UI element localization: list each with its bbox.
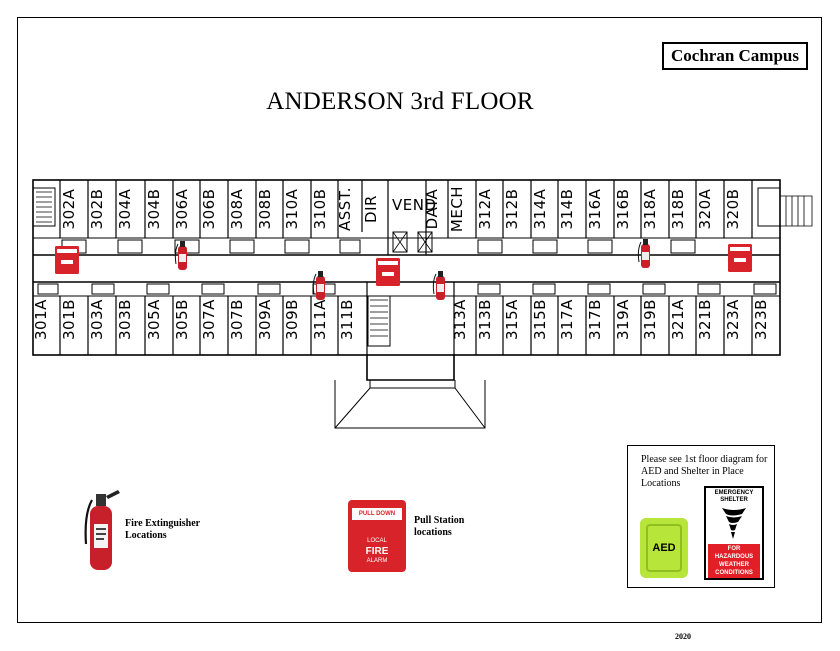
map-frame: [17, 17, 822, 623]
room-label-306a: 306A: [173, 188, 191, 229]
entry-canopy: [334, 380, 486, 429]
map-extinguisher-icon: [174, 241, 187, 270]
room-label-asst: ASST.: [336, 187, 354, 231]
shelter-footer-1: FOR: [727, 546, 741, 552]
room-label-301b: 301B: [60, 299, 78, 340]
room-labels-bottom: 301A 301B 303A 303B 305A 305B 307A 307B 309A 309B…: [32, 299, 770, 340]
aed-label: AED: [652, 542, 676, 554]
legend-pull-station-label: Pull Station locations: [414, 515, 465, 538]
shelter-footer-4: CONDITIONS: [715, 570, 753, 576]
room-label-304a: 304A: [116, 188, 134, 229]
room-label-302a: 302A: [60, 188, 78, 229]
pull-station-local-label: LOCAL: [367, 538, 387, 544]
room-label-dir: DIR: [362, 195, 380, 223]
room-label-314b: 314B: [558, 189, 576, 230]
legend-extinguisher-icon: [84, 490, 120, 570]
room-label-306b: 306B: [200, 189, 218, 230]
aed-shelter-info-box: Please see 1st floor diagram for AED and…: [627, 445, 775, 588]
pull-station-alarm-label: ALARM: [366, 558, 388, 564]
shelter-header-1: EMERGENCY: [714, 490, 754, 496]
map-pull-station-icon: [376, 258, 400, 286]
room-label-323b: 323B: [752, 299, 770, 340]
room-label-318b: 318B: [669, 189, 687, 230]
room-label-mech: MECH: [448, 186, 466, 232]
aed-icon: AED: [640, 518, 688, 578]
info-note: Please see 1st floor diagram for AED and…: [641, 454, 768, 489]
legend-pull-station-icon: PULL DOWN LOCAL FIRE ALARM: [348, 500, 406, 572]
room-label-315b: 315B: [531, 299, 549, 340]
pull-station-fire-label: FIRE: [365, 546, 389, 557]
room-label-315a: 315A: [503, 299, 521, 340]
map-pull-station-icon: [728, 244, 752, 272]
room-label-309a: 309A: [256, 299, 274, 340]
room-label-301a: 301A: [32, 299, 50, 340]
page-title: ANDERSON 3rd FLOOR: [266, 88, 534, 115]
room-label-302b: 302B: [88, 189, 106, 230]
room-label-307a: 307A: [200, 299, 218, 340]
year-label: 2020: [675, 632, 691, 641]
room-label-vend: VEND: [392, 196, 437, 214]
room-label-317b: 317B: [586, 299, 604, 340]
room-label-data: DATA: [423, 188, 441, 229]
room-label-321a: 321A: [669, 299, 687, 340]
room-label-303b: 303B: [116, 299, 134, 340]
legend-extinguisher-label: Fire Extinguisher Locations: [125, 518, 200, 541]
tornado-icon: [722, 508, 746, 539]
room-label-313a: 313A: [451, 299, 469, 340]
map-extinguisher-icon: [312, 271, 325, 300]
room-label-311a: 311A: [311, 299, 329, 340]
room-label-307b: 307B: [228, 299, 246, 340]
pull-station-top-label: PULL DOWN: [352, 508, 402, 520]
room-label-312a: 312A: [476, 188, 494, 229]
room-label-310a: 310A: [283, 188, 301, 229]
room-label-319a: 319A: [614, 299, 632, 340]
room-labels-top: 302A 302B 304A 304B 306A 306B 308A 308B 310A 310B…: [60, 186, 742, 232]
room-label-314a: 314A: [531, 188, 549, 229]
building-outline: [32, 179, 781, 356]
room-label-323a: 323A: [724, 299, 742, 340]
room-label-305b: 305B: [173, 299, 191, 340]
shelter-footer-3: WEATHER: [719, 562, 749, 568]
room-label-318a: 318A: [641, 188, 659, 229]
shelter-footer-2: HAZARDOUS: [714, 554, 754, 560]
room-label-320b: 320B: [724, 189, 742, 230]
shelter-sign-icon: EMERGENCY SHELTER FOR HAZARDOUS WEATHER …: [704, 486, 764, 580]
room-label-317a: 317A: [558, 299, 576, 340]
shelter-header-2: SHELTER: [720, 497, 748, 503]
room-label-305a: 305A: [145, 299, 163, 340]
room-label-303a: 303A: [88, 299, 106, 340]
room-label-308a: 308A: [228, 188, 246, 229]
room-label-311b: 311B: [338, 299, 356, 340]
room-label-316b: 316B: [614, 189, 632, 230]
campus-label: Cochran Campus: [662, 42, 808, 70]
map-extinguisher-icon: [637, 239, 650, 268]
room-label-304b: 304B: [145, 189, 163, 230]
central-wing: [366, 355, 455, 381]
room-label-308b: 308B: [256, 189, 274, 230]
map-markers: [55, 239, 752, 300]
room-label-320a: 320A: [696, 188, 714, 229]
room-label-313b: 313B: [476, 299, 494, 340]
room-label-319b: 319B: [641, 299, 659, 340]
map-extinguisher-icon: [432, 271, 445, 300]
room-label-310b: 310B: [311, 189, 329, 230]
room-label-316a: 316A: [586, 188, 604, 229]
room-label-321b: 321B: [696, 299, 714, 340]
map-pull-station-icon: [55, 246, 79, 274]
room-label-309b: 309B: [283, 299, 301, 340]
room-label-312b: 312B: [503, 189, 521, 230]
